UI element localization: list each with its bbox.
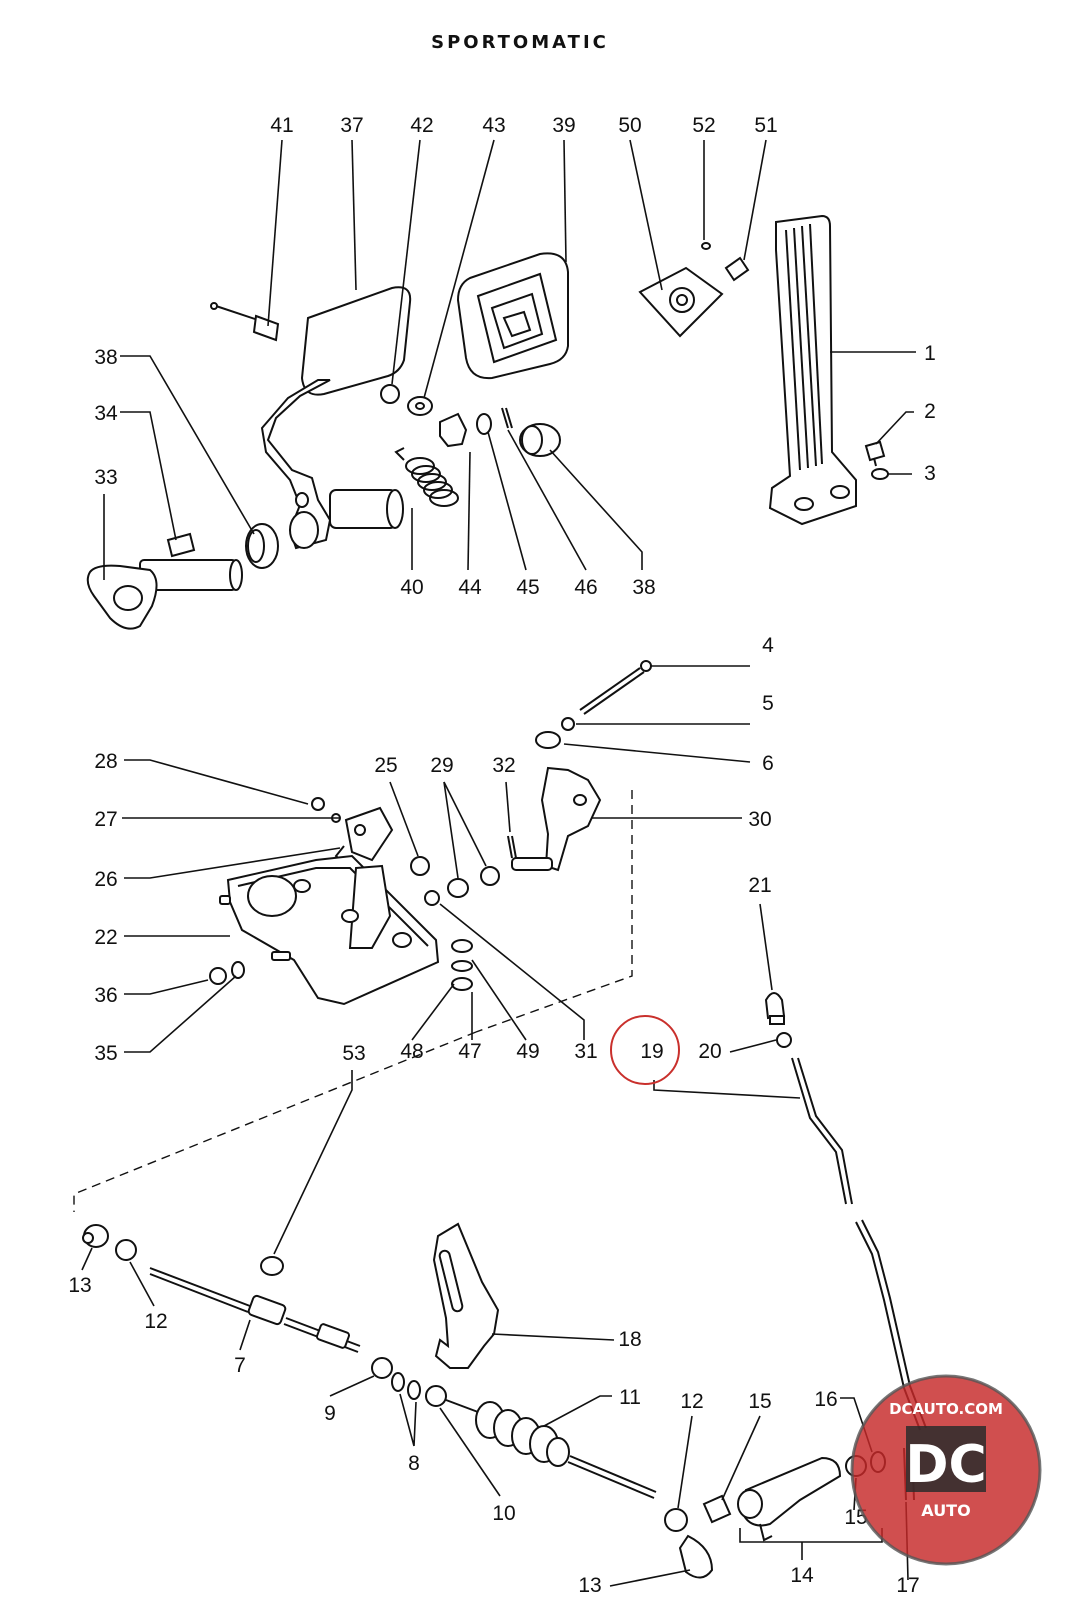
callout-19: 19 [640, 1040, 663, 1063]
callout-38-upper: 38 [94, 346, 117, 369]
callout-30: 30 [748, 808, 771, 831]
callout-6: 6 [762, 752, 774, 775]
callout-46: 46 [574, 576, 597, 599]
callout-9: 9 [324, 1402, 336, 1425]
callout-10: 10 [492, 1502, 515, 1525]
callout-20: 20 [698, 1040, 721, 1063]
dcauto-watermark-logo: DCAUTO.COM DC AUTO [850, 1374, 1042, 1566]
callout-15-upper: 15 [748, 1390, 771, 1413]
callout-12-left: 12 [144, 1310, 167, 1333]
assembly-dashed-line-upper [475, 790, 633, 1033]
callout-7: 7 [234, 1354, 246, 1377]
watermark-brand-text: AUTO [921, 1501, 970, 1520]
callout-12-right: 12 [680, 1390, 703, 1413]
callout-5: 5 [762, 692, 774, 715]
callout-25: 25 [374, 754, 397, 777]
callout-37: 37 [340, 114, 363, 137]
callout-21: 21 [748, 874, 771, 897]
callout-14: 14 [790, 1564, 814, 1587]
callout-36: 36 [94, 984, 117, 1007]
callout-39: 39 [552, 114, 575, 137]
callout-40: 40 [400, 576, 423, 599]
watermark-logo-text: DC [905, 1435, 986, 1495]
callout-26: 26 [94, 868, 117, 891]
callout-labels: 41 37 42 43 39 50 52 51 1 2 3 38 34 33 4… [68, 114, 936, 1597]
brake-pedal-assembly [86, 252, 569, 630]
callout-34: 34 [94, 402, 118, 425]
callout-11: 11 [619, 1386, 641, 1409]
callout-16: 16 [814, 1388, 837, 1411]
callout-44: 44 [458, 576, 482, 599]
callout-29: 29 [430, 754, 453, 777]
callout-48: 48 [400, 1040, 423, 1063]
diagram-title: SPORTOMATIC [431, 32, 609, 53]
callout-53: 53 [342, 1042, 365, 1065]
callout-28: 28 [94, 750, 117, 773]
callout-47: 47 [458, 1040, 481, 1063]
highlight-circle [610, 1015, 680, 1085]
callout-35: 35 [94, 1042, 117, 1065]
callout-45: 45 [516, 576, 539, 599]
callout-13-left: 13 [68, 1274, 91, 1297]
callout-33: 33 [94, 466, 117, 489]
accelerator-pedal-assembly [638, 214, 889, 526]
callout-4: 4 [762, 634, 774, 657]
callout-42: 42 [410, 114, 433, 137]
throttle-cable-assembly [82, 992, 927, 1579]
watermark-site-text: DCAUTO.COM [889, 1400, 1003, 1418]
callout-13-right: 13 [578, 1574, 601, 1597]
callout-49: 49 [516, 1040, 539, 1063]
callout-8: 8 [408, 1452, 420, 1475]
linkage-bracket-assembly [209, 660, 652, 1006]
callout-18: 18 [618, 1328, 641, 1351]
callout-51: 51 [754, 114, 777, 137]
callout-22: 22 [94, 926, 117, 949]
callout-17: 17 [896, 1574, 919, 1597]
callout-52: 52 [692, 114, 715, 137]
callout-1: 1 [924, 342, 936, 365]
callout-27: 27 [94, 808, 117, 831]
callout-2: 2 [924, 400, 936, 423]
callout-50: 50 [618, 114, 641, 137]
callout-31: 31 [574, 1040, 597, 1063]
callout-38-lower: 38 [632, 576, 655, 599]
callout-43: 43 [482, 114, 505, 137]
callout-3: 3 [924, 462, 936, 485]
callout-32: 32 [492, 754, 515, 777]
callout-41: 41 [270, 114, 293, 137]
